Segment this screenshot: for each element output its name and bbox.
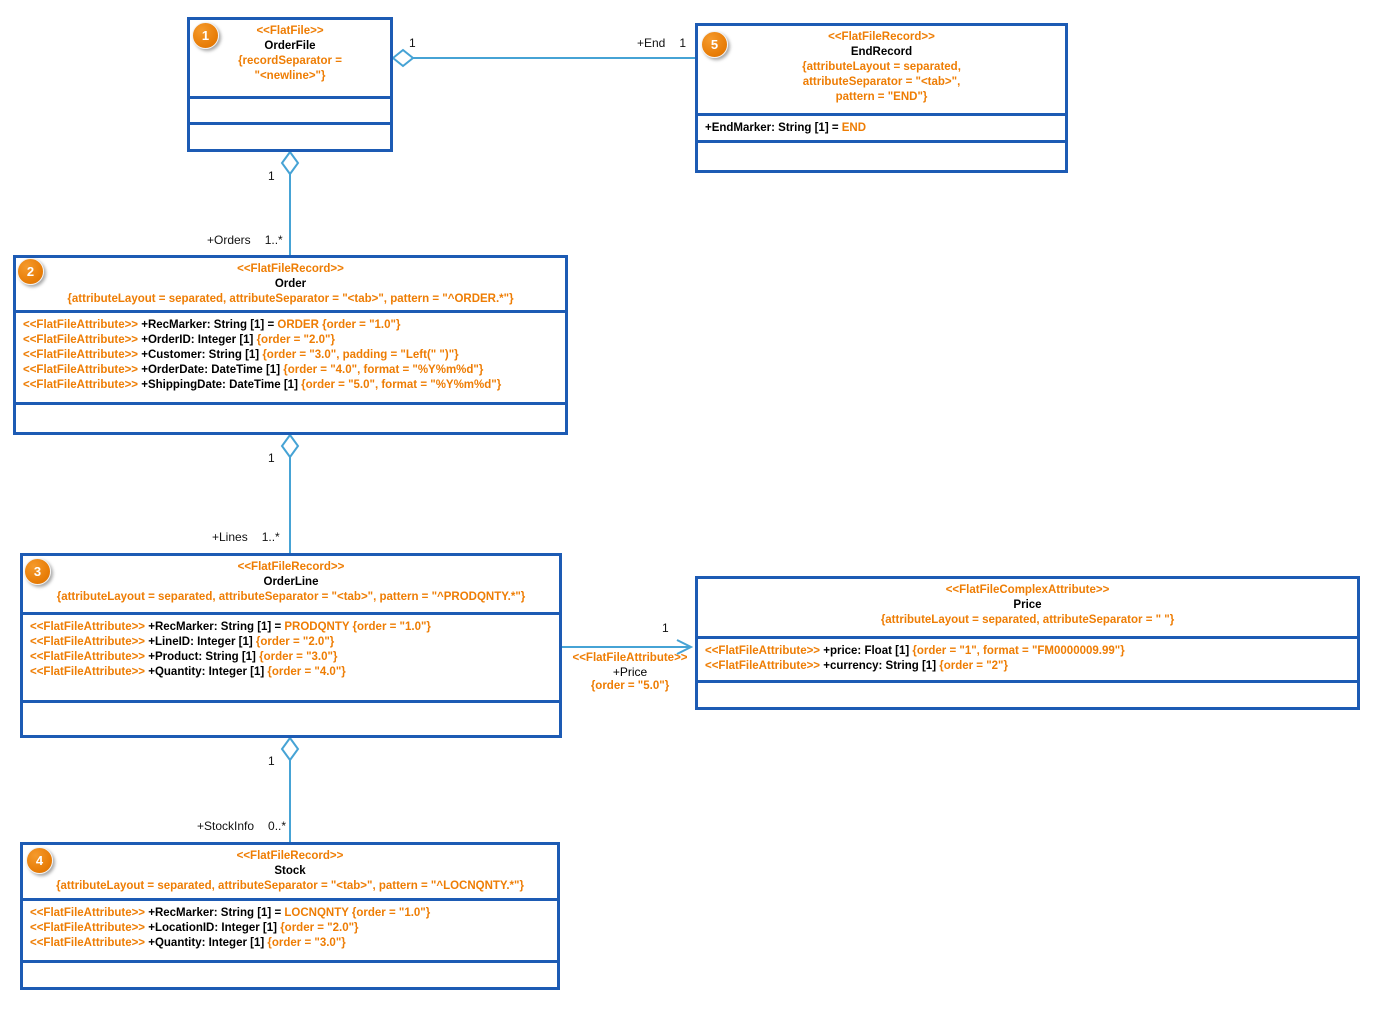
class-name: Order [274, 278, 307, 290]
class-name: Stock [274, 865, 306, 877]
class-box-orderline[interactable]: <<FlatFileRecord>> OrderLine {attributeL… [20, 553, 562, 738]
role-name: +Orders [207, 233, 251, 247]
class-box-order[interactable]: <<FlatFileRecord>> Order {attributeLayou… [13, 255, 568, 435]
stereotype-label: <<FlatFileRecord>> [237, 561, 345, 573]
multiplicity-label: 1 [409, 36, 416, 50]
class-header-price: <<FlatFileComplexAttribute>> Price {attr… [698, 579, 1357, 636]
step-badge-5: 5 [701, 31, 728, 58]
role-label: +Lines 1..* [212, 530, 280, 544]
attribute-row: <<FlatFileAttribute>> +Customer: String … [23, 349, 459, 361]
multiplicity-label: 1 [679, 36, 687, 50]
class-box-stock[interactable]: <<FlatFileRecord>> Stock {attributeLayou… [20, 842, 560, 990]
class-header-endrecord: <<FlatFileRecord>> EndRecord {attributeL… [698, 26, 1065, 113]
class-box-endrecord[interactable]: <<FlatFileRecord>> EndRecord {attributeL… [695, 23, 1068, 173]
edge-orderline-price[interactable] [562, 639, 694, 655]
attribute-row: <<FlatFileAttribute>> +OrderDate: DateTi… [23, 364, 484, 376]
edge-orderline-stock[interactable] [280, 736, 300, 842]
role-name: +StockInfo [197, 819, 255, 833]
role-label: +StockInfo 0..* [197, 819, 286, 833]
empty-compartment [23, 700, 559, 735]
attribute-row: <<FlatFileAttribute>> +LocationID: Integ… [30, 922, 359, 934]
attribute-row: <<FlatFileAttribute>> +OrderID: Integer … [23, 334, 335, 346]
step-badge-3: 3 [24, 558, 51, 585]
step-badge-1: 1 [192, 22, 219, 49]
class-constraint: {attributeLayout = separated, attributeS… [56, 591, 526, 603]
class-constraint: {attributeLayout = separated, attributeS… [56, 880, 524, 892]
stereotype-label: <<FlatFileComplexAttribute>> [945, 584, 1110, 596]
role-name: +Price [612, 665, 648, 679]
empty-compartment [190, 122, 390, 149]
empty-compartment [698, 680, 1357, 707]
aggregation-diamond-icon [280, 736, 300, 762]
attribute-row: <<FlatFileAttribute>> +price: Float [1] … [705, 645, 1125, 657]
aggregation-diamond-icon [391, 48, 415, 68]
edge-orderfile-endrecord[interactable] [391, 48, 695, 68]
attributes-compartment: +EndMarker: String [1] = END [698, 113, 1065, 140]
attribute-row: <<FlatFileAttribute>> +ShippingDate: Dat… [23, 379, 502, 391]
class-constraint: {attributeLayout = separated, attributeS… [880, 614, 1175, 626]
multiplicity-label: 1 [662, 621, 669, 635]
price-edge-label: <<FlatFileAttribute>> +Price {order = "5… [565, 651, 695, 693]
empty-compartment [23, 960, 557, 987]
empty-compartment [698, 140, 1065, 170]
attribute-row: <<FlatFileAttribute>> +Quantity: Integer… [30, 666, 346, 678]
multiplicity-label: 1 [268, 754, 275, 768]
class-header-orderline: <<FlatFileRecord>> OrderLine {attributeL… [23, 556, 559, 612]
multiplicity-label: 1..* [261, 530, 280, 544]
attribute-row: <<FlatFileAttribute>> +Product: String [… [30, 651, 338, 663]
role-label: +Orders 1..* [207, 233, 283, 247]
aggregation-diamond-icon [280, 150, 300, 176]
attribute-row: +EndMarker: String [1] = END [705, 122, 867, 134]
role-label: +End 1 [637, 36, 686, 50]
stereotype-label: <<FlatFileRecord>> [237, 263, 344, 275]
step-badge-2: 2 [17, 258, 44, 285]
attribute-row: <<FlatFileAttribute>> +Quantity: Integer… [30, 937, 346, 949]
empty-compartment [16, 402, 565, 432]
edge-orderfile-order[interactable] [280, 150, 300, 255]
empty-compartment [190, 96, 390, 122]
class-constraint: {recordSeparator = "<newline>"} [238, 55, 342, 82]
step-badge-4: 4 [26, 847, 53, 874]
attributes-compartment: <<FlatFileAttribute>> +RecMarker: String… [16, 310, 565, 402]
attributes-compartment: <<FlatFileAttribute>> +RecMarker: String… [23, 612, 559, 700]
class-header-orderfile: <<FlatFile>> OrderFile {recordSeparator … [190, 20, 390, 96]
stereotype-label: <<FlatFile>> [256, 25, 324, 37]
class-name: OrderLine [263, 576, 319, 588]
class-box-orderfile[interactable]: <<FlatFile>> OrderFile {recordSeparator … [187, 17, 393, 152]
role-name: +End [637, 36, 666, 50]
attributes-compartment: <<FlatFileAttribute>> +RecMarker: String… [23, 898, 557, 960]
attribute-row: <<FlatFileAttribute>> +RecMarker: String… [23, 319, 401, 331]
class-constraint: {attributeLayout = separated, attributeS… [67, 293, 514, 305]
class-name: OrderFile [264, 40, 316, 52]
edge-order-orderline[interactable] [280, 433, 300, 553]
class-header-order: <<FlatFileRecord>> Order {attributeLayou… [16, 258, 565, 310]
edge-constraint: {order = "5.0"} [590, 680, 670, 692]
attribute-row: <<FlatFileAttribute>> +RecMarker: String… [30, 621, 431, 633]
class-box-price[interactable]: <<FlatFileComplexAttribute>> Price {attr… [695, 576, 1360, 710]
stereotype-label: <<FlatFileRecord>> [828, 31, 935, 43]
stereotype-label: <<FlatFileRecord>> [236, 850, 344, 862]
attributes-compartment: <<FlatFileAttribute>> +price: Float [1] … [698, 636, 1357, 680]
arrowhead-icon [676, 639, 694, 655]
class-header-stock: <<FlatFileRecord>> Stock {attributeLayou… [23, 845, 557, 898]
class-constraint: {attributeLayout = separated, attributeS… [802, 61, 961, 103]
multiplicity-label: 1 [268, 451, 275, 465]
attribute-row: <<FlatFileAttribute>> +RecMarker: String… [30, 907, 431, 919]
aggregation-diamond-icon [280, 433, 300, 459]
attribute-row: <<FlatFileAttribute>> +LineID: Integer [… [30, 636, 335, 648]
stereotype-label: <<FlatFileAttribute>> [572, 652, 688, 664]
class-name: Price [1013, 599, 1042, 611]
multiplicity-label: 1 [268, 169, 275, 183]
multiplicity-label: 0..* [268, 819, 287, 833]
attribute-row: <<FlatFileAttribute>> +currency: String … [705, 660, 1008, 672]
role-name: +Lines [212, 530, 248, 544]
multiplicity-label: 1..* [264, 233, 283, 247]
class-name: EndRecord [850, 46, 913, 58]
